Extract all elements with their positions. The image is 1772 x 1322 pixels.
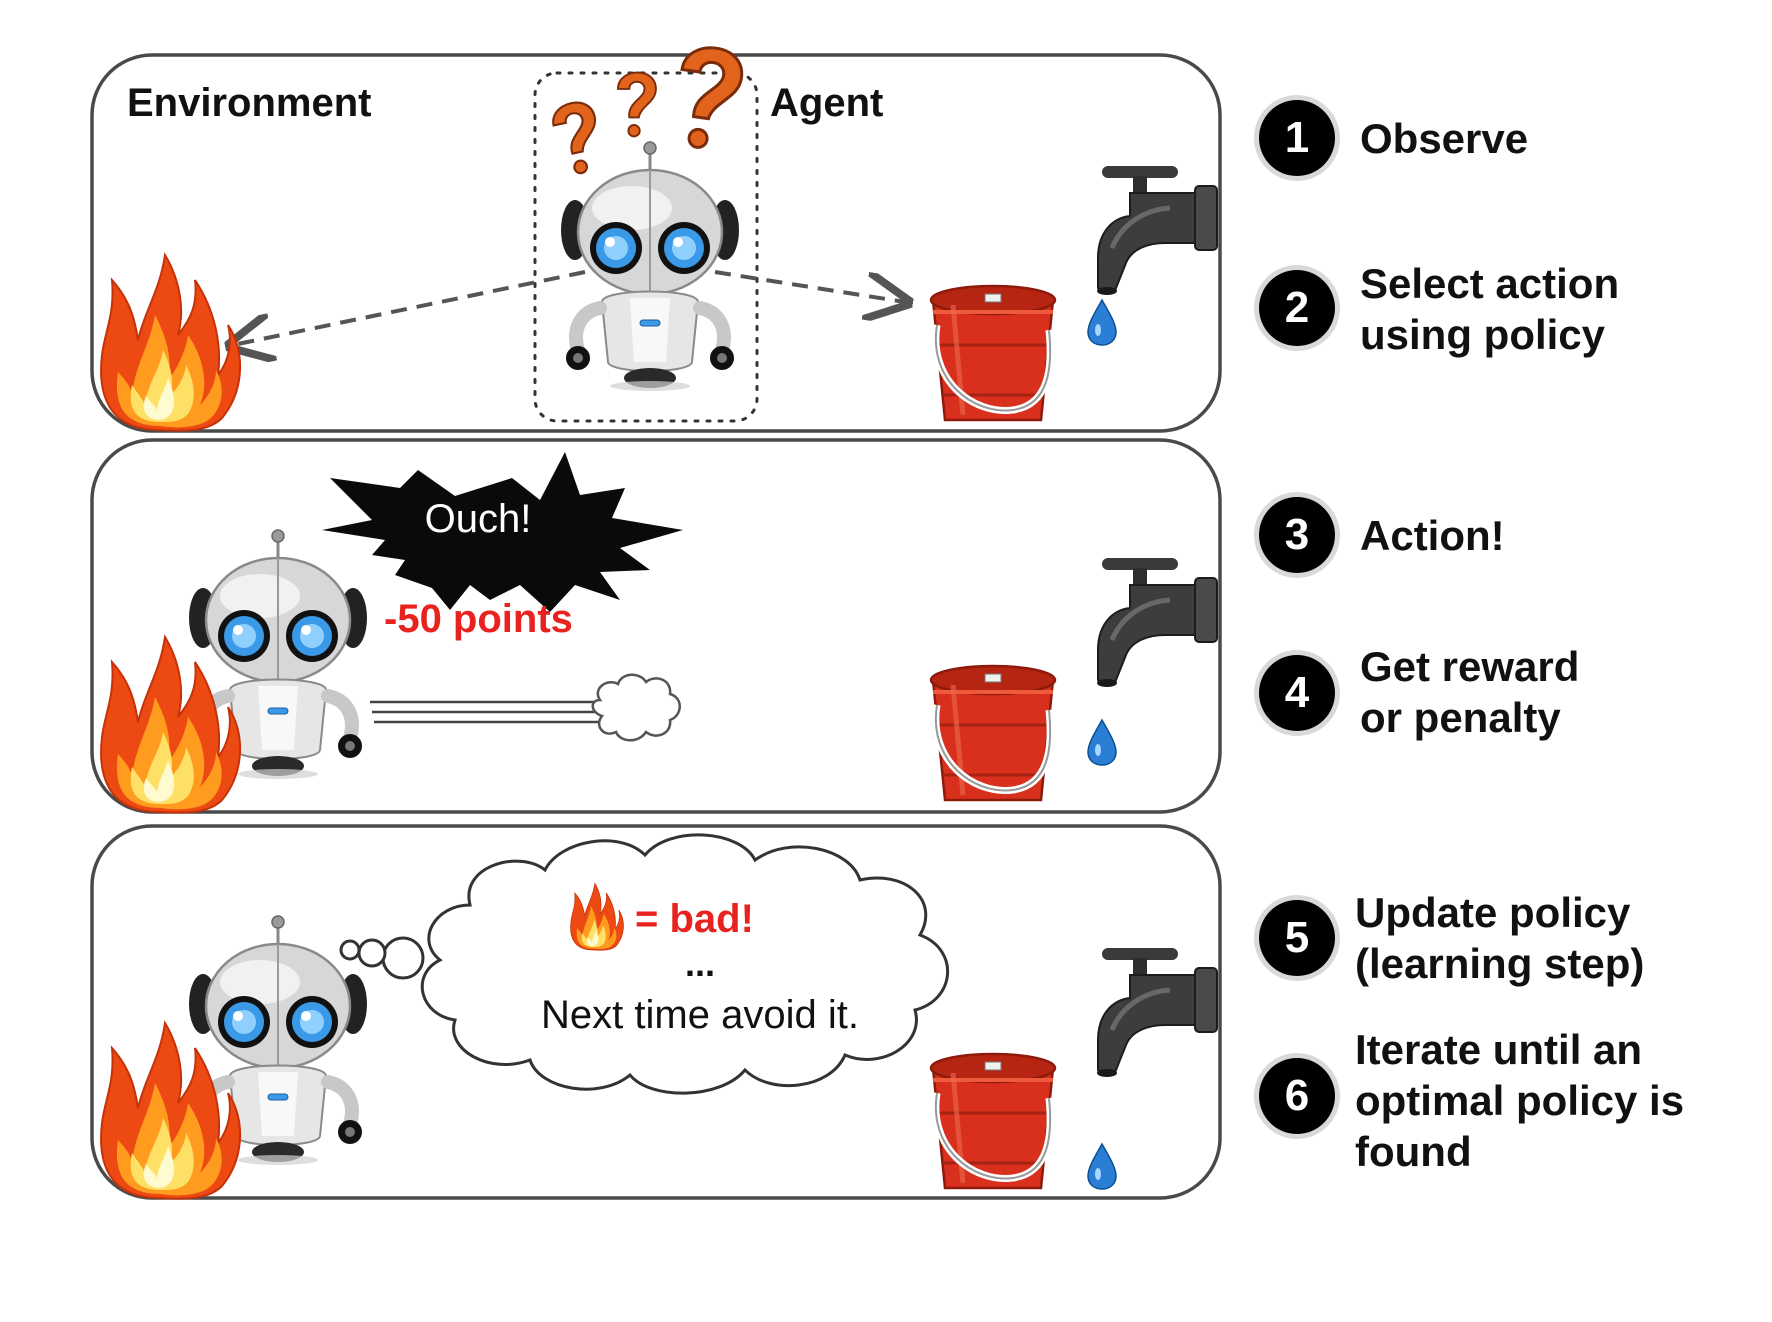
panel-observe	[90, 53, 1222, 433]
step-5-badge: 5	[1259, 900, 1335, 976]
water-drop-icon	[1087, 299, 1117, 346]
motion-lines	[370, 700, 602, 724]
step-2-badge: 2	[1259, 270, 1335, 346]
question-mark-icon	[670, 42, 747, 154]
penalty-text: -50 points	[384, 597, 573, 641]
observe-arrow-fire	[233, 270, 586, 345]
environment-label: Environment	[127, 81, 371, 125]
panel-action	[90, 438, 1222, 814]
step-1-text: Observe	[1360, 115, 1529, 162]
question-mark-icon	[616, 71, 657, 138]
faucet-icon	[1097, 558, 1217, 687]
fire-icon	[100, 1022, 242, 1200]
dust-cloud-icon	[591, 673, 681, 742]
starburst-icon	[322, 452, 683, 612]
observe-arrow-bucket	[714, 270, 905, 302]
water-drop-icon	[1087, 719, 1117, 766]
step-2-text: Select action using policy	[1360, 260, 1620, 358]
step-1-badge: 1	[1259, 100, 1335, 176]
robot-icon	[561, 142, 739, 391]
step-6-badge: 6	[1259, 1058, 1335, 1134]
thought-equals-text: = bad!	[635, 897, 754, 941]
step-3-text: Action!	[1360, 512, 1505, 559]
ouch-text: Ouch!	[425, 497, 532, 541]
bucket-icon	[931, 666, 1055, 800]
agent-boundary	[533, 71, 759, 423]
bucket-icon	[931, 286, 1055, 420]
agent-label: Agent	[770, 81, 883, 125]
fire-icon	[100, 636, 242, 814]
faucet-icon	[1097, 166, 1217, 295]
faucet-icon	[1097, 948, 1217, 1077]
step-4-badge: 4	[1259, 655, 1335, 731]
question-mark-icon	[548, 97, 607, 178]
bucket-icon	[931, 1054, 1055, 1188]
step-6-text: Iterate until an optimal policy is found	[1355, 1026, 1685, 1175]
step-5-text: Update policy (learning step)	[1355, 889, 1645, 987]
step-3-badge: 3	[1259, 497, 1335, 573]
panel-learn	[90, 824, 1222, 1200]
water-drop-icon	[1087, 1143, 1117, 1190]
fire-icon	[100, 254, 242, 432]
step-4-text: Get reward or penalty	[1360, 643, 1580, 741]
thought-text: Next time avoid it.	[541, 993, 859, 1037]
thought-bubble-icon	[339, 833, 949, 1095]
thought-ellipsis: ...	[685, 943, 715, 984]
